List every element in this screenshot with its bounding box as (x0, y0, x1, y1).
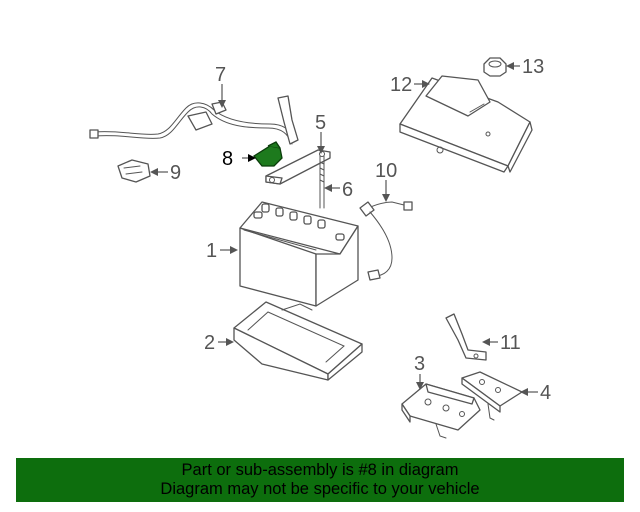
info-banner: Part or sub-assembly is #8 in diagram Di… (16, 458, 624, 502)
part-9-terminal-cover (117, 159, 151, 183)
callout-4: 4 (540, 382, 551, 404)
callout-9: 9 (170, 162, 181, 184)
part-1-battery (239, 201, 359, 307)
callout-1: 1 (206, 240, 217, 262)
callout-3: 3 (414, 353, 425, 375)
callout-2: 2 (204, 332, 215, 354)
callout-6: 6 (342, 179, 353, 201)
part-12-battery-cover (399, 75, 533, 173)
part-10-ground-cable (359, 201, 413, 281)
part-7-battery-cable (89, 95, 299, 145)
banner-line-disclaimer: Diagram may not be specific to your vehi… (160, 480, 480, 498)
part-2-battery-tray (233, 301, 363, 381)
part-3-mounting-bracket (401, 383, 481, 439)
callout-13: 13 (522, 56, 544, 78)
part-6-hold-down-bolt (319, 155, 325, 209)
callout-5: 5 (315, 112, 326, 134)
part-8-hold-down-clamp (253, 141, 283, 167)
banner-line-part: Part or sub-assembly is #8 in diagram (181, 461, 459, 479)
part-13-nut (483, 57, 507, 77)
parts-diagram: 7 5 6 8 9 10 1 2 3 4 11 12 13 (89, 56, 551, 439)
callout-10: 10 (375, 160, 397, 182)
part-11-bracket (445, 313, 487, 361)
callout-12: 12 (390, 74, 412, 96)
callout-8: 8 (222, 148, 233, 170)
leader-lines (150, 62, 538, 396)
part-5-hold-down-bracket (265, 149, 331, 185)
callout-7: 7 (215, 64, 226, 86)
callout-11: 11 (500, 332, 521, 354)
